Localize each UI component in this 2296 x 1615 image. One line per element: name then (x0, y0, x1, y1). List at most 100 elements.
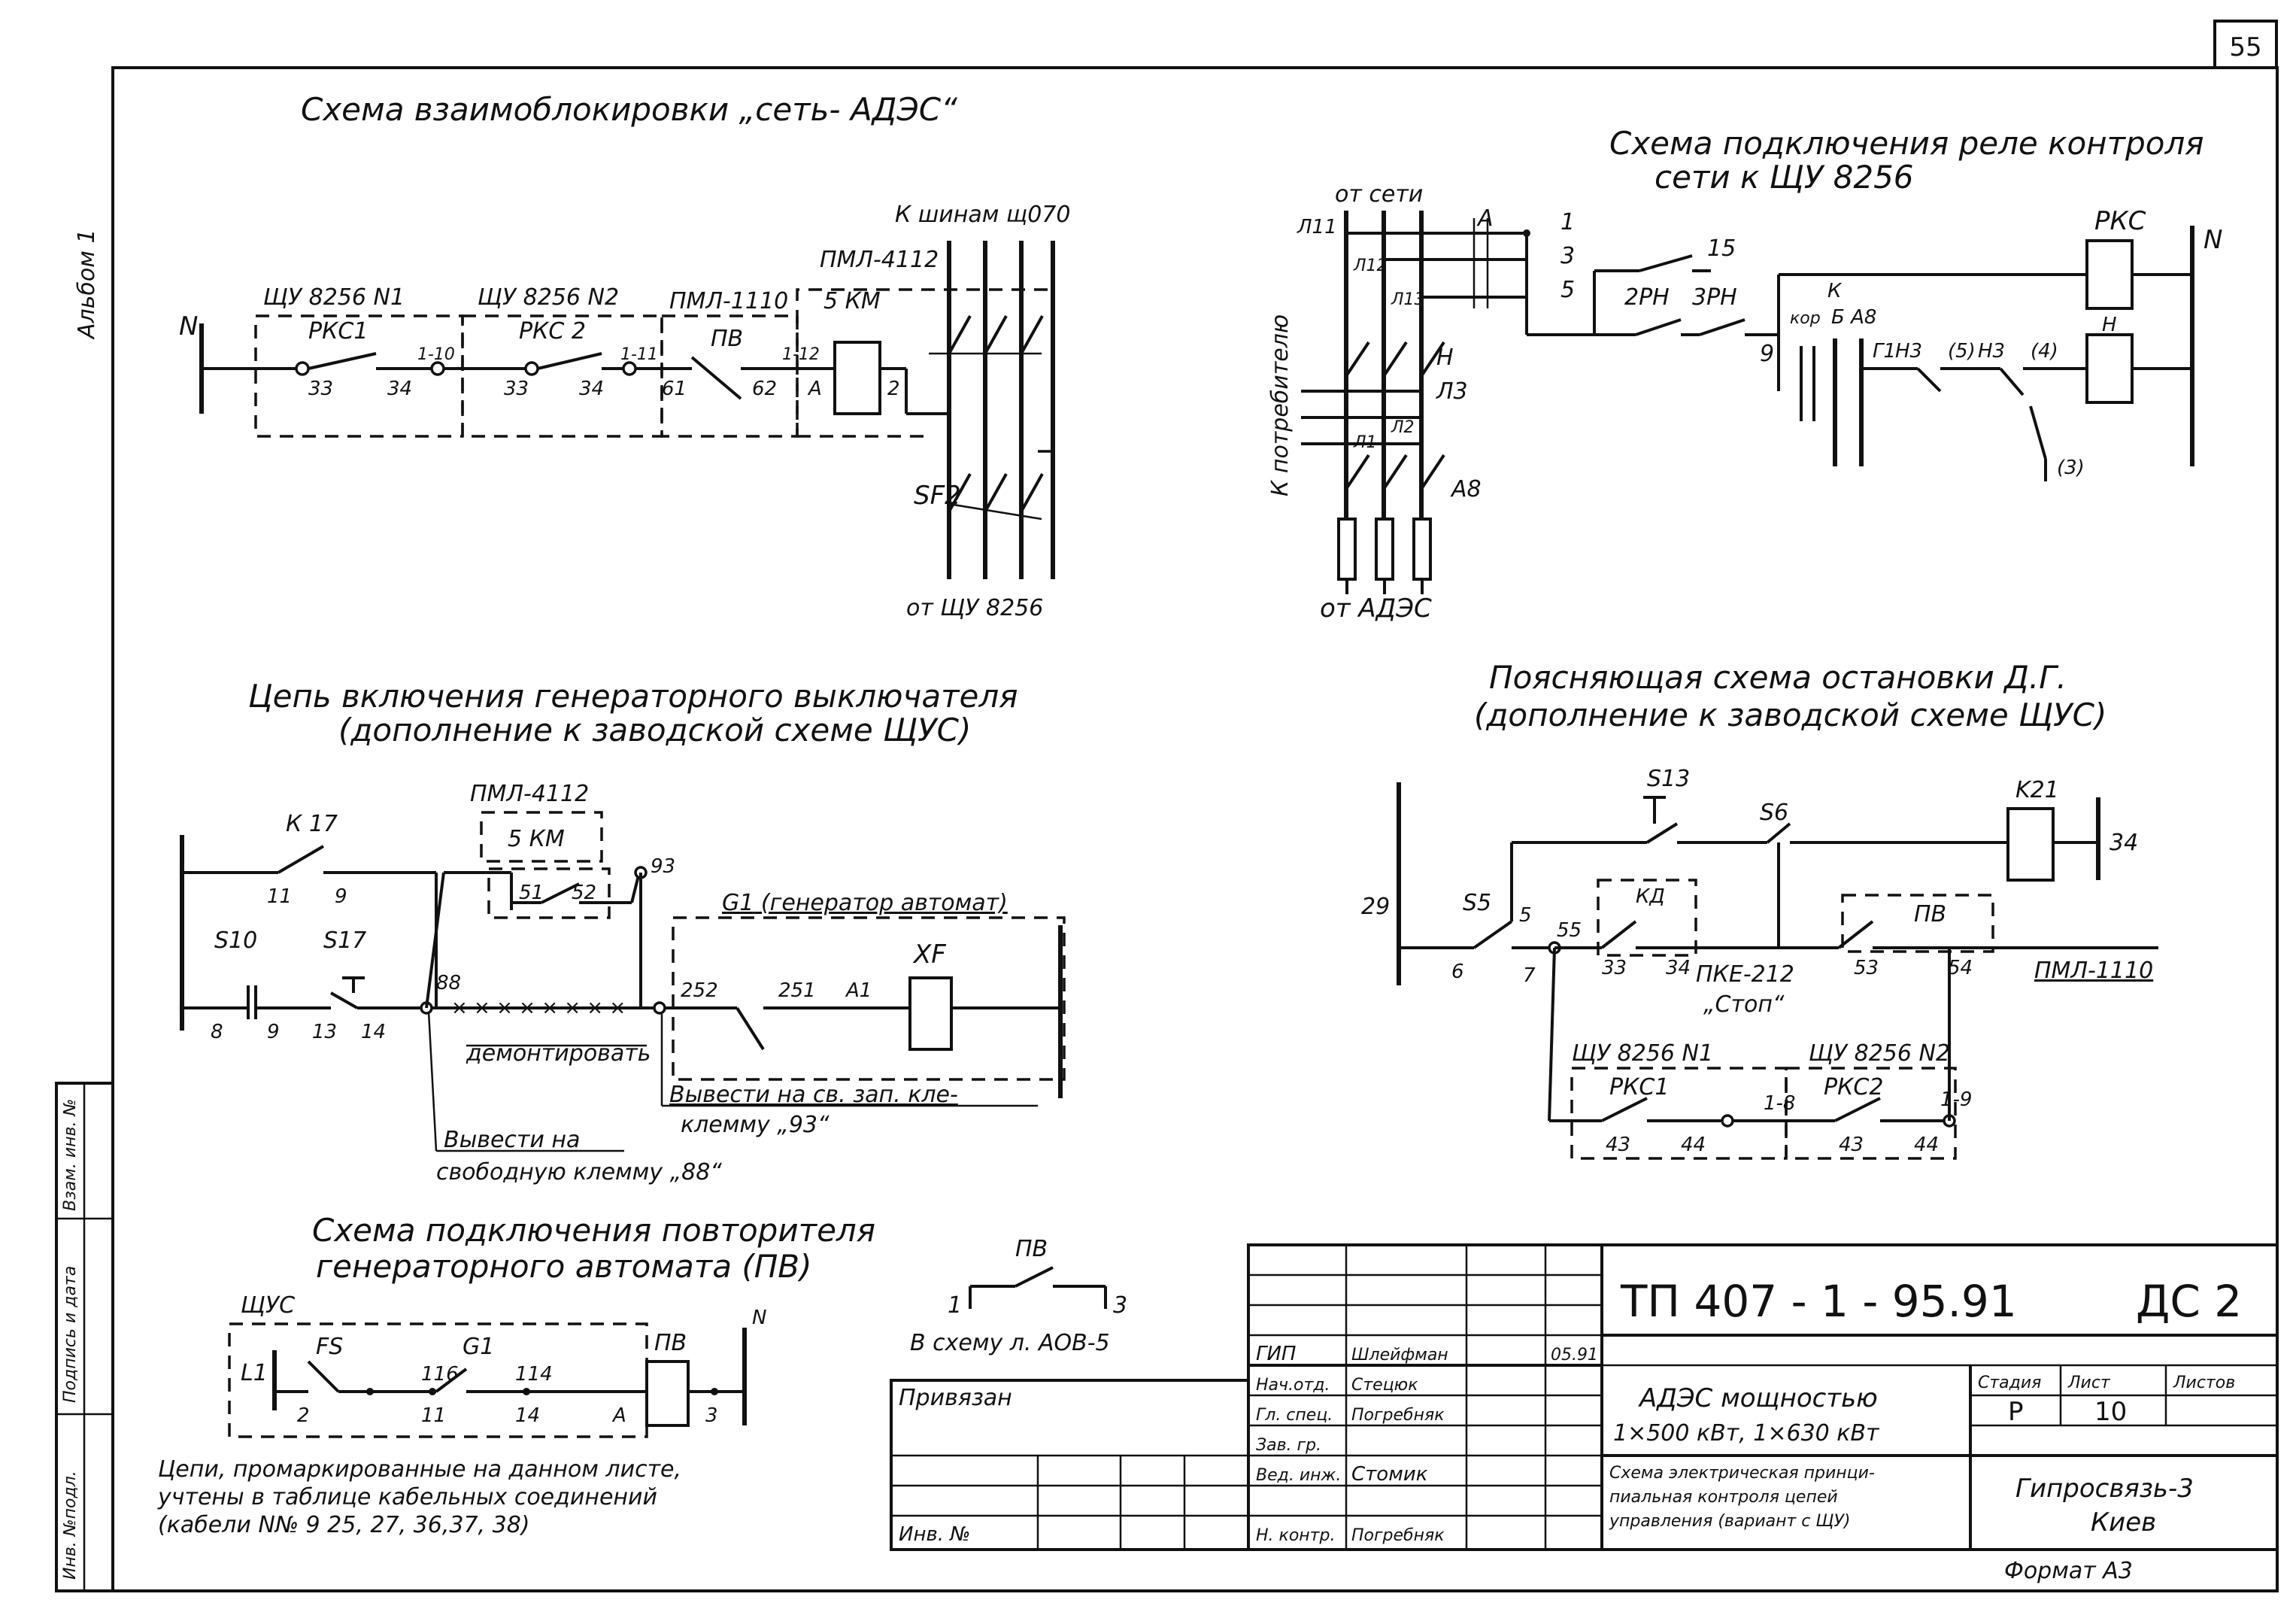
note-line-1: Цепи, промаркированные на данном листе, (158, 1456, 681, 1483)
repeater-n14: 14 (515, 1404, 540, 1427)
interlock-t2: 2 (887, 378, 900, 400)
relay-h3: Н3 (1895, 340, 1922, 363)
repeater-n116: 116 (421, 1363, 459, 1386)
gen-title-1: Цепь включения генераторного выключателя (248, 678, 1018, 715)
tb-sheet: 10 (2094, 1397, 2127, 1427)
interlock-t62: 62 (752, 378, 777, 400)
stop-n6: 6 (1451, 961, 1464, 983)
tb-name-4: Стомик (1351, 1463, 1428, 1486)
album-label: Альбом 1 (74, 229, 100, 341)
relay-L3: Л3 (1436, 378, 1468, 405)
relay-3rn: 3РН (1692, 284, 1737, 311)
stop-kd: КД (1636, 885, 1665, 908)
pv-small-n1: 1 (948, 1292, 962, 1319)
tb-role-0: ГИП (1256, 1343, 1297, 1365)
tb-org-1: Гипросвязь-3 (2015, 1474, 2194, 1504)
relay-n3: 3 (1560, 243, 1575, 269)
stop-n5: 5 (1519, 904, 1532, 927)
gen-switch-scheme: Цепь включения генераторного выключателя… (180, 678, 1066, 1185)
relay-L2: Л2 (1391, 418, 1415, 437)
stop-n18: 1-8 (1764, 1092, 1795, 1115)
gen-n9b: 9 (267, 1021, 280, 1043)
relay-A8: А8 (1450, 476, 1482, 502)
gen-s17: S17 (323, 927, 366, 954)
note-line-3: (кабели N№ 9 25, 27, 36,37, 38) (158, 1512, 530, 1538)
pv-small-n3: 3 (1113, 1292, 1127, 1319)
interlock-pml-a: ПМЛ-1110 (669, 288, 788, 314)
tb-role-3: Зав. гр. (1256, 1436, 1321, 1455)
gen-n13: 13 (312, 1021, 337, 1043)
relay-from-ades: от АДЭС (1320, 593, 1432, 624)
gen-note-out2: клемму „93“ (681, 1112, 830, 1138)
tb-name-2: Погребняк (1351, 1406, 1445, 1425)
repeater-N: N (752, 1307, 766, 1329)
stop-s13: S13 (1647, 766, 1690, 792)
note-line-2: учтены в таблице кабельных соединений (157, 1484, 657, 1510)
relay-L12: Л12 (1353, 257, 1388, 275)
gen-n14: 14 (361, 1021, 386, 1043)
interlock-sf2: SF2 (914, 481, 961, 511)
side-stamp-inv: Инв. №подл. (61, 1471, 80, 1580)
repeater-title-2: генераторного автомата (ПВ) (316, 1248, 812, 1285)
tb-name-5: Погребняк (1351, 1526, 1445, 1545)
tb-inv: Инв. № (899, 1523, 970, 1546)
repeater-nA: А (611, 1404, 626, 1427)
relay-n15: 15 (1707, 235, 1736, 262)
repeater-n3: 3 (705, 1404, 718, 1427)
side-stamp-sign: Подпись и дата (61, 1266, 80, 1403)
interlock-t33b: 33 (504, 378, 529, 400)
relay-from-net: от сети (1335, 181, 1423, 208)
svg-text:× × × × × × × ×: × × × × × × × × (451, 997, 626, 1019)
pv-small-contact: ПВ 1 3 В схему л. АОВ-5 (910, 1236, 1127, 1356)
page-number: 55 (2229, 32, 2261, 62)
stop-s6: S6 (1760, 800, 1788, 826)
stop-pke: ПКЕ-212 (1696, 961, 1794, 988)
relay-h3b: Н3 (1978, 340, 2005, 363)
interlock-t34a: 34 (387, 378, 412, 400)
relay-to-consumer: К потребителю (1267, 314, 1294, 496)
tb-sheet-label: Лист (2067, 1374, 2111, 1392)
gen-n252: 252 (681, 979, 718, 1002)
stop-n43b: 43 (1839, 1134, 1864, 1156)
tb-role-5: Н. контр. (1256, 1526, 1335, 1545)
repeater-n2: 2 (297, 1404, 310, 1427)
stop-s5: S5 (1463, 890, 1491, 916)
relay-title-2: сети к ЩУ 8256 (1655, 159, 1914, 196)
interlock-to-bus: К шинам щ070 (895, 202, 1070, 228)
interlock-t61: 61 (662, 378, 687, 400)
interlock-pml-b: ПМЛ-4112 (820, 247, 939, 273)
gen-km: 5 КМ (508, 826, 565, 852)
stop-n34: 34 (2109, 830, 2138, 856)
tb-role-2: Гл. спец. (1256, 1406, 1333, 1425)
gen-n8: 8 (211, 1021, 223, 1043)
stop-k21: K21 (2015, 777, 2059, 803)
relay-A: А (1476, 205, 1494, 232)
relay-H: Н (1436, 345, 1454, 371)
tb-date-0: 05.91 (1551, 1346, 1598, 1365)
gen-n251: 251 (778, 979, 816, 1002)
stop-title-1: Поясняющая схема остановки Д.Г. (1489, 659, 2067, 696)
gen-pml: ПМЛ-4112 (470, 781, 589, 807)
tb-stage: Р (2008, 1397, 2024, 1427)
gen-xf: XF (912, 940, 946, 970)
gen-free-2: свободную клемму „88“ (436, 1159, 722, 1185)
gen-n52: 52 (572, 882, 596, 904)
interlock-scheme: Схема взаимоблокировки „сеть- АДЭС“ К ши… (179, 91, 1070, 621)
relay-L13: Л13 (1391, 290, 1425, 309)
repeater-L1: L1 (241, 1360, 268, 1386)
repeater-scheme: Схема подключения повторителя генераторн… (228, 1212, 875, 1438)
relay-k: К (1827, 280, 1843, 302)
stop-n55: 55 (1557, 919, 1582, 942)
stop-rks2: РКС2 (1824, 1074, 1883, 1100)
relay-b-a8: Б А8 (1831, 306, 1876, 329)
tb-role-4: Вед. инж. (1256, 1466, 1341, 1485)
stop-shu2: ЩУ 8256 N2 (1809, 1040, 1950, 1067)
gen-dismount: демонтировать (466, 1040, 651, 1067)
stop-n44a: 44 (1681, 1134, 1706, 1156)
tb-desc-2: пиальная контроля цепей (1609, 1488, 1838, 1507)
sheet-frame (111, 66, 2279, 1592)
interlock-t33a: 33 (308, 378, 333, 400)
interlock-shu1: ЩУ 8256 N1 (263, 284, 405, 311)
stop-scheme: Поясняющая схема остановки Д.Г. (дополне… (1361, 659, 2158, 1160)
